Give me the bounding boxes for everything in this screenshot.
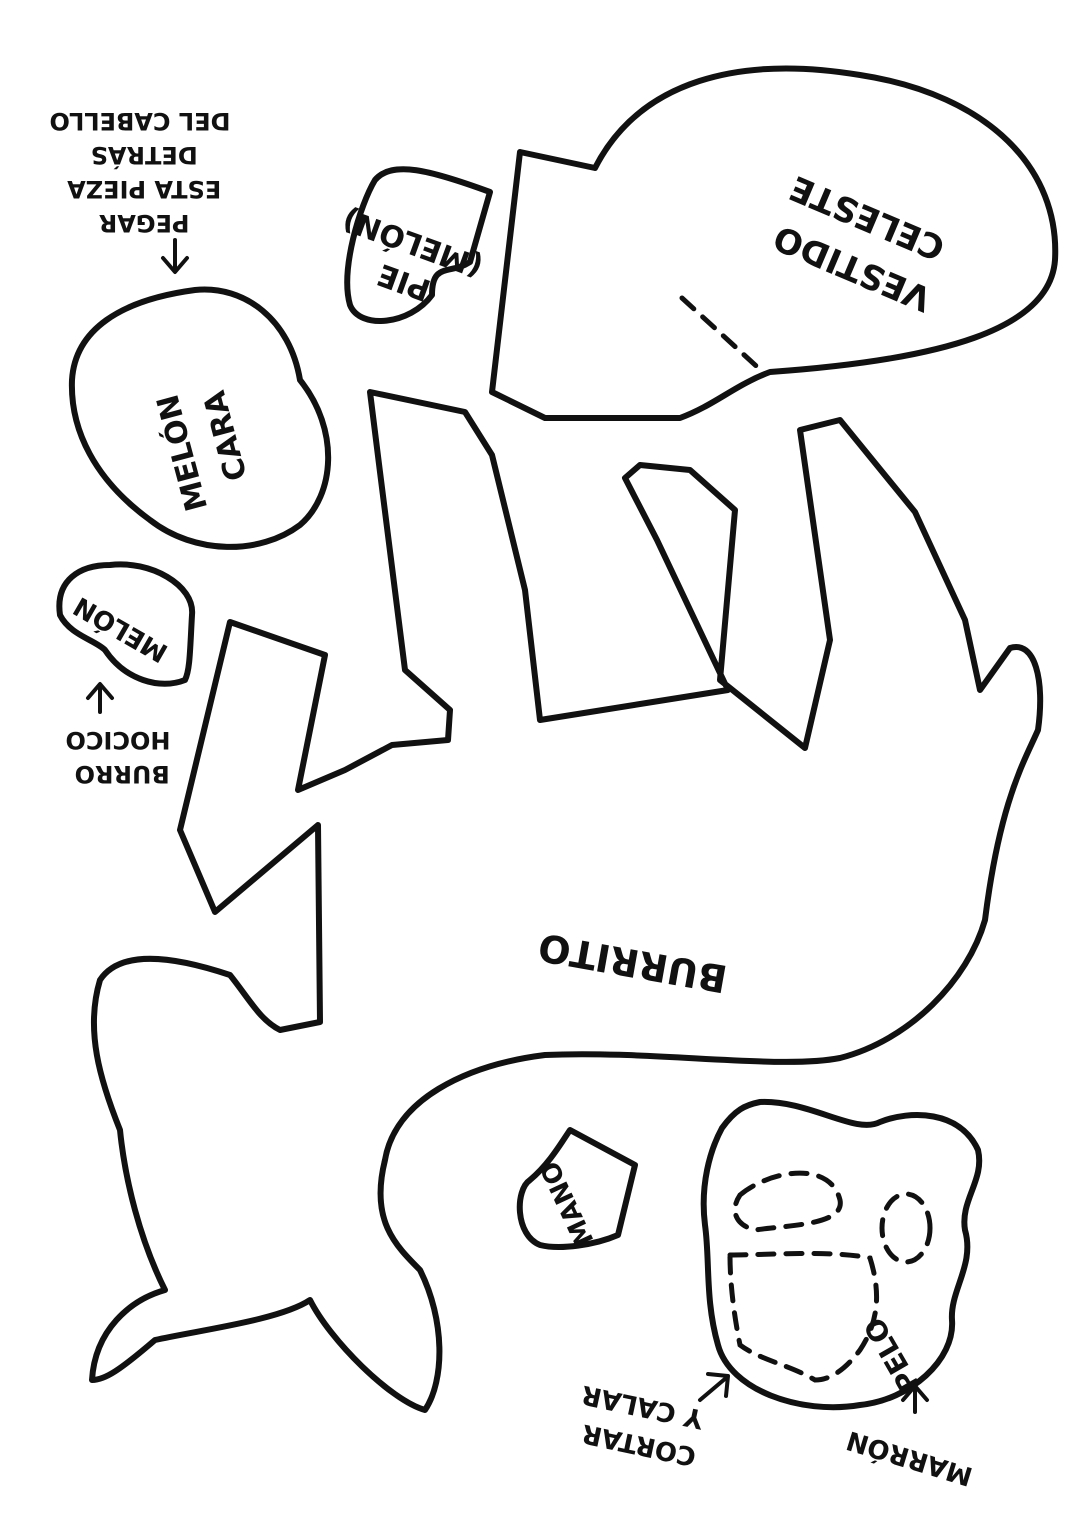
arrow-up-right-icon — [698, 1372, 730, 1402]
svg-text:MELÓN CARA: MELÓN CARA — [146, 369, 260, 516]
svg-text:PEGAR ESTA PIEZA D: PEGAR ESTA PIEZA DETRÁS DEL CABELLO — [50, 107, 231, 237]
label-cara: CARA — [197, 386, 255, 484]
arrow-down-icon — [161, 238, 189, 274]
face-piece: MELÓN CARA — [68, 286, 332, 550]
hand-piece: MANO — [516, 1127, 638, 1250]
label-esta-pieza: ESTA PIEZA — [67, 175, 221, 203]
note-cortar: CORTAR Y CALAR — [570, 1372, 730, 1472]
label-marron: MARRÓN — [843, 1424, 977, 1493]
label-detras: DETRÁS — [91, 141, 198, 170]
svg-text:BURRO HOCICO: BURRO HOCICO — [65, 726, 170, 788]
svg-text:VESTIDO CELESTE: VESTIDO CELESTE — [757, 164, 958, 319]
label-del-cabello: DEL CABELLO — [50, 107, 231, 135]
label-melon-hocico: MELÓN — [68, 590, 173, 669]
label-burrito: BURRITO — [535, 925, 730, 1001]
label-hocico: HOCICO — [65, 726, 170, 754]
foot-piece: PIE (MELÓN) — [337, 166, 493, 324]
label-burro: BURRO — [75, 760, 170, 788]
label-mano: MANO — [535, 1156, 600, 1250]
note-pegar: PEGAR ESTA PIEZA DETRÁS DEL CABELLO — [50, 107, 231, 274]
dress-piece: VESTIDO CELESTE — [489, 65, 1059, 421]
note-burro-hocico: BURRO HOCICO — [65, 682, 171, 788]
svg-text:CORTAR Y CALAR: CORTAR Y CALAR — [570, 1379, 707, 1472]
arrow-up-icon — [86, 682, 114, 714]
hair-piece: PELO — [700, 1098, 983, 1411]
arrow-up-icon — [901, 1384, 929, 1414]
muzzle-piece: MELÓN — [56, 561, 196, 687]
label-pegar: PEGAR — [99, 209, 190, 237]
